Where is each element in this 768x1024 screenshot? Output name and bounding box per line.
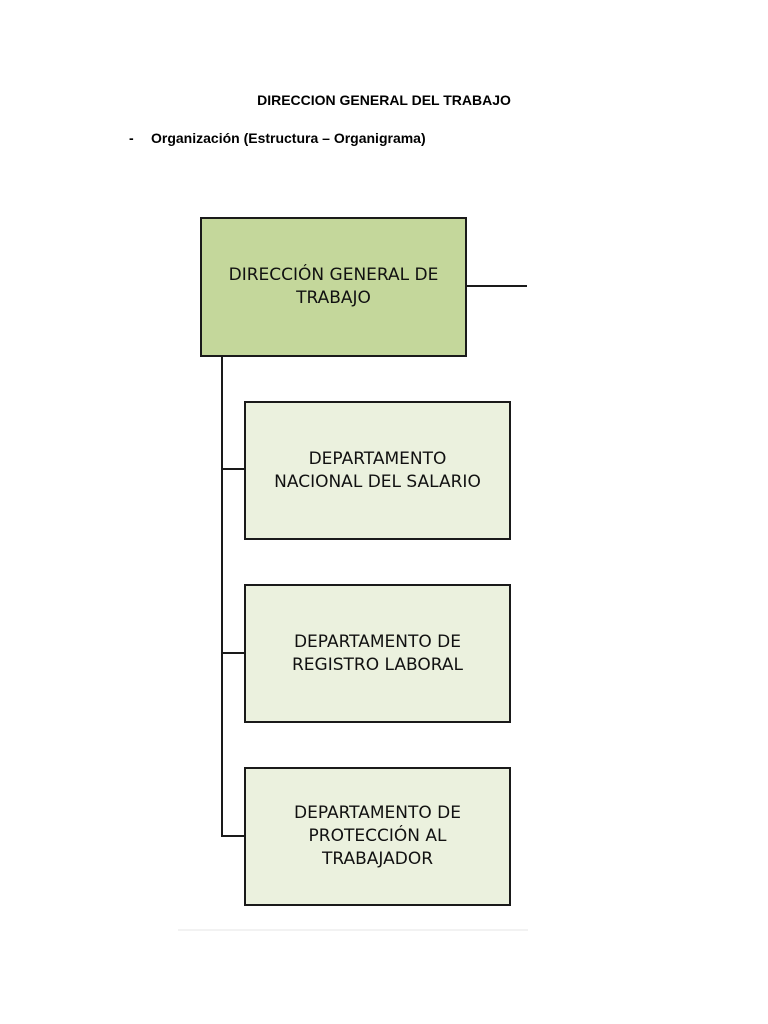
org-node-direccion-general: DIRECCIÓN GENERAL DE TRABAJO bbox=[200, 217, 467, 357]
document-title: DIRECCION GENERAL DEL TRABAJO bbox=[257, 92, 511, 108]
org-node-departamento-registro: DEPARTAMENTO DE REGISTRO LABORAL bbox=[244, 584, 511, 723]
org-node-departamento-salario: DEPARTAMENTO NACIONAL DEL SALARIO bbox=[244, 401, 511, 540]
branch-connector-salario bbox=[221, 468, 244, 470]
branch-connector-registro bbox=[221, 652, 244, 654]
image-bottom-edge bbox=[178, 929, 528, 931]
branch-connector-proteccion bbox=[221, 835, 244, 837]
root-right-connector bbox=[467, 285, 527, 287]
section-bullet: - Organización (Estructura – Organigrama) bbox=[129, 130, 426, 146]
org-node-departamento-proteccion: DEPARTAMENTO DE PROTECCIÓN AL TRABAJADOR bbox=[244, 767, 511, 906]
vertical-trunk bbox=[221, 357, 223, 837]
bullet-text: Organización (Estructura – Organigrama) bbox=[151, 130, 426, 146]
bullet-marker: - bbox=[129, 130, 134, 146]
